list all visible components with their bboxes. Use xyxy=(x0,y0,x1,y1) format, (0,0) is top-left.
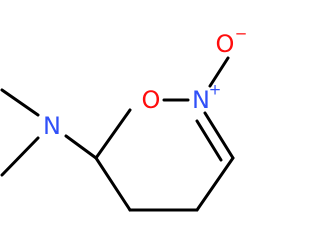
bond-c-o-ring xyxy=(94,108,132,160)
bond-n-c-double-outer xyxy=(203,111,235,160)
ring-nitrogen-charge-label: + xyxy=(209,81,222,99)
oxide-oxygen-label: O xyxy=(216,30,235,58)
bond-n-methyl-upper xyxy=(0,88,40,117)
molecule-structure: O − O N + N xyxy=(0,25,248,212)
ring-oxygen-label: O xyxy=(142,86,161,114)
bond-n-methyl-lower xyxy=(0,136,40,177)
bond-n-oxide xyxy=(208,56,230,88)
bonds xyxy=(0,56,235,212)
ring-nitrogen-label: N xyxy=(192,86,210,114)
oxide-charge-label: − xyxy=(235,25,248,43)
bond-c-c-right xyxy=(195,156,235,212)
bond-c-n-amine xyxy=(64,134,98,160)
molecule-canvas: O − O N + N xyxy=(0,25,248,212)
bond-c-c-left xyxy=(94,156,132,212)
amine-nitrogen-label: N xyxy=(43,112,61,140)
bond-n-c-double-inner xyxy=(195,119,223,162)
